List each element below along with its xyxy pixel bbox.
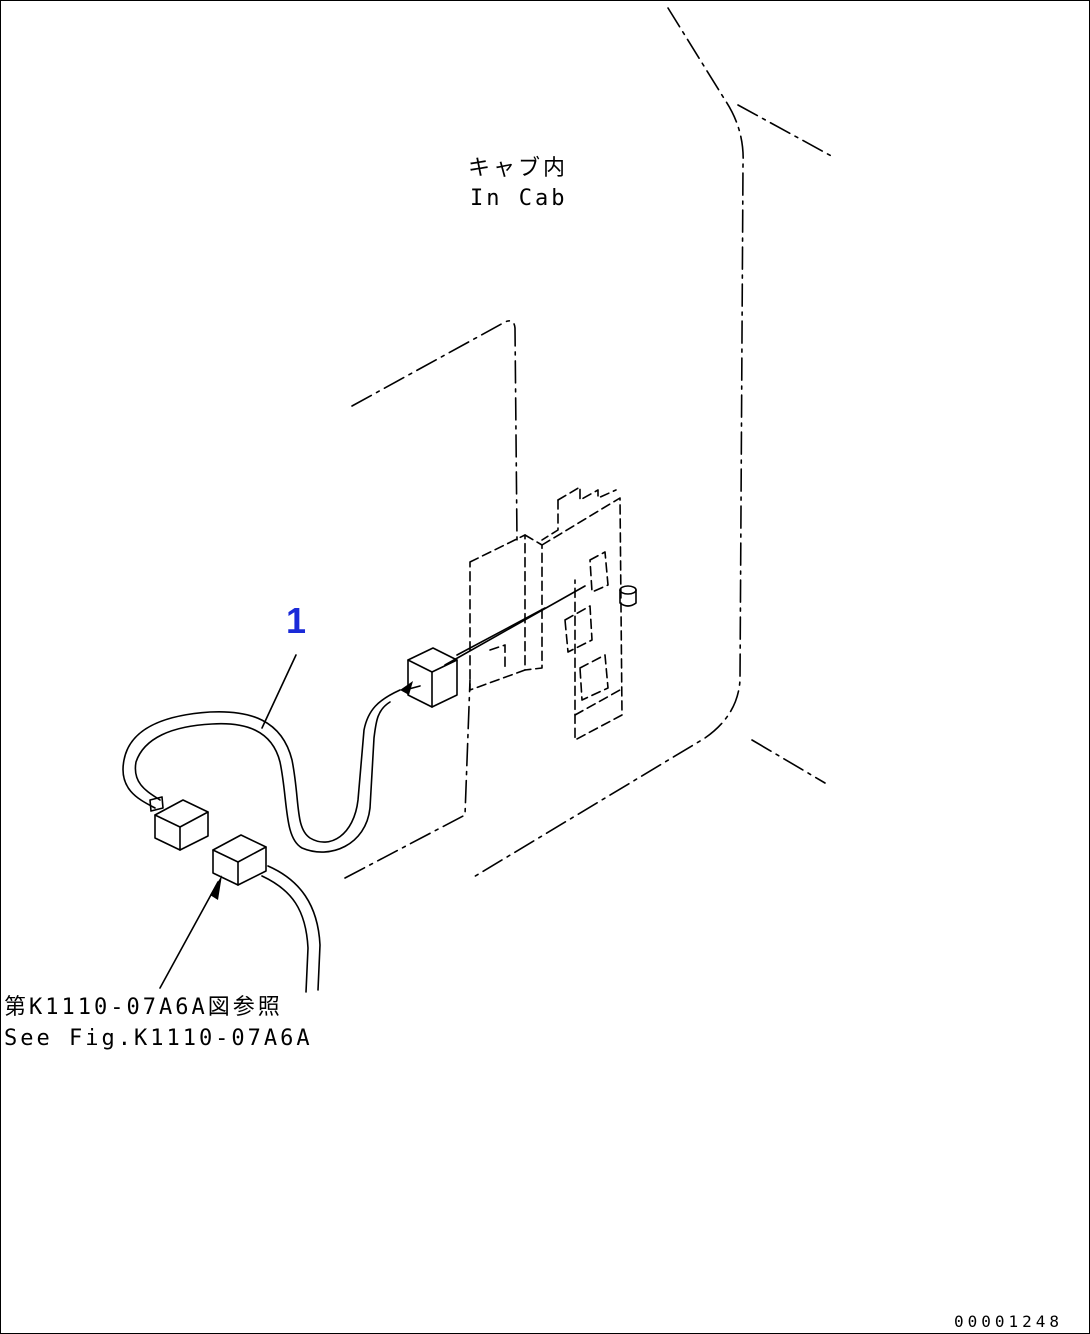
location-label-english: In Cab (470, 186, 568, 211)
drawing-number: 00001248 (954, 1312, 1064, 1331)
cab-outline (344, 7, 836, 879)
wiring-harness (122, 689, 401, 853)
part-callout-number[interactable]: 1 (286, 600, 307, 641)
reference-arrowhead (210, 875, 222, 900)
cap-part (619, 585, 637, 607)
connector-upper (404, 585, 586, 708)
connector-mating (212, 834, 321, 993)
connector-harness-end (154, 799, 209, 851)
mounting-bracket (469, 486, 623, 741)
reference-note-japanese: 第K1110-07A6A図参照 (4, 995, 283, 1020)
leader-line-reference (159, 881, 219, 989)
location-label-japanese: キャブ内 (468, 156, 569, 181)
leader-line-part-1 (261, 654, 297, 729)
reference-note-english: See Fig.K1110-07A6A (4, 1026, 313, 1051)
connector-arrowhead (400, 681, 413, 695)
